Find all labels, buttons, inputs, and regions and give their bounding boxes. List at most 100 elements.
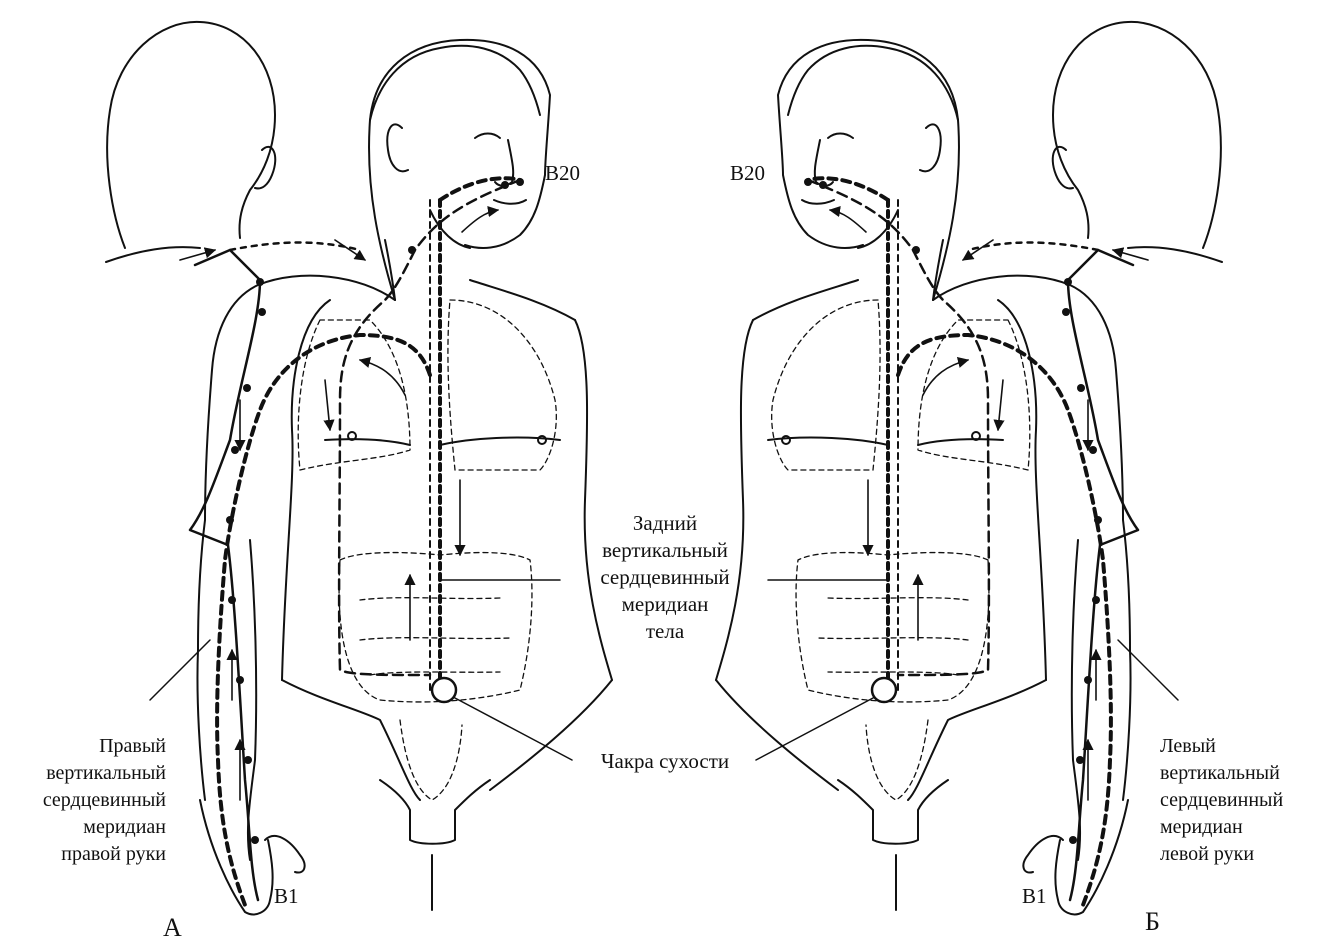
- dry-chakra-a: [432, 678, 456, 702]
- jaw-b: [858, 210, 898, 248]
- flow-arrow-a2: [335, 240, 365, 260]
- neck-dot-a: [408, 246, 416, 254]
- point-dot-a6: [228, 596, 236, 604]
- right-arm-meridian-label: Правый вертикальный сердцевинный меридиа…: [0, 733, 166, 868]
- right-shoulder-a: [470, 280, 575, 320]
- eye-b: [828, 134, 853, 139]
- point-dot-a1: [256, 278, 264, 286]
- point-b20-label-a: B20: [545, 160, 580, 187]
- intestine-loops-b: [818, 598, 968, 675]
- point-dot-b5: [1094, 516, 1102, 524]
- intestines-a: [339, 553, 532, 702]
- left-arm-label-line-1: Левый: [1160, 733, 1325, 760]
- panel-a-label: А: [163, 914, 182, 941]
- left-arm-label-line-2: вертикальный: [1160, 760, 1325, 787]
- point-dot-b2: [1062, 308, 1070, 316]
- flow-arrow-b3: [923, 360, 968, 395]
- point-dot-b9: [1069, 836, 1077, 844]
- ear-b: [920, 124, 941, 171]
- point-dot-a3: [243, 384, 251, 392]
- flow-arrow-a10: [325, 380, 330, 430]
- dry-chakra-b: [872, 678, 896, 702]
- leader-arm-a: [150, 640, 210, 700]
- point-dot-b3: [1077, 384, 1085, 392]
- eye-a: [475, 134, 500, 139]
- flow-arrow-a3: [360, 360, 405, 395]
- flow-arrow-b10: [998, 380, 1003, 430]
- hair-a: [370, 46, 540, 120]
- point-dot-b6: [1092, 596, 1100, 604]
- mouth-a: [494, 200, 526, 204]
- lung-left-a: [298, 320, 410, 470]
- center-label-line-5: тела: [565, 618, 765, 645]
- left-arm-label-line-3: сердцевинный: [1160, 787, 1325, 814]
- neck-dot-b: [912, 246, 920, 254]
- left-arm-label-line-5: левой руки: [1160, 841, 1325, 868]
- flow-arrow-a6: [462, 210, 498, 232]
- left-arm-meridian-label: Левый вертикальный сердцевинный меридиан…: [1160, 733, 1325, 868]
- back-ear-a: [255, 147, 275, 189]
- flow-arrow-b2: [963, 240, 993, 260]
- mouth-b: [802, 200, 834, 204]
- panel-b-label: Б: [1145, 908, 1160, 935]
- back-ear-b: [1053, 147, 1073, 189]
- ear-a: [387, 124, 408, 171]
- hair-b: [788, 46, 958, 120]
- point-dot-a7: [236, 676, 244, 684]
- point-dot-a2: [258, 308, 266, 316]
- right-arm-label-line-1: Правый: [0, 733, 166, 760]
- point-dot-b1: [1064, 278, 1072, 286]
- groin-a: [380, 780, 490, 844]
- point-b1-label-a: B1: [274, 883, 299, 910]
- figure-b: [716, 22, 1222, 914]
- point-dot-b8: [1076, 756, 1084, 764]
- point-b20-label-b: B20: [730, 160, 765, 187]
- arm-meridian-a: [217, 178, 520, 905]
- flow-arrow-b6: [830, 210, 866, 232]
- forearm-b: [1072, 540, 1080, 860]
- chest-line-a: [325, 439, 410, 445]
- point-b1-label-b: B1: [1022, 883, 1047, 910]
- center-label-line-4: меридиан: [565, 591, 765, 618]
- intestines-b: [796, 553, 989, 702]
- leader-arm-b: [1118, 640, 1178, 700]
- back-head-a: [107, 22, 275, 248]
- point-dot-b7: [1084, 676, 1092, 684]
- dry-chakra-label: Чакра сухости: [565, 748, 765, 775]
- right-arm-label-line-2: вертикальный: [0, 760, 166, 787]
- nose-dot-a: [501, 181, 509, 189]
- center-meridian-label: Задний вертикальный сердцевинный меридиа…: [565, 510, 765, 645]
- left-arm-label-line-4: меридиан: [1160, 814, 1325, 841]
- point-dot-a8: [244, 756, 252, 764]
- point-dot-a5: [226, 516, 234, 524]
- back-neck-line-b: [1128, 247, 1222, 262]
- forearm-a: [248, 540, 256, 860]
- nipple-a2: [538, 436, 546, 444]
- center-label-line-1: Задний: [565, 510, 765, 537]
- nose-dot-b: [819, 181, 827, 189]
- bladder-a: [400, 720, 462, 800]
- point-dot-b4: [1089, 446, 1097, 454]
- lung-left-b: [918, 320, 1030, 470]
- right-arm-label-line-3: сердцевинный: [0, 787, 166, 814]
- right-arm-label-line-5: правой руки: [0, 841, 166, 868]
- nipple-b2: [782, 436, 790, 444]
- b20-dot-a: [516, 178, 524, 186]
- leader-chakra-a: [455, 698, 572, 760]
- jaw-a: [430, 210, 470, 248]
- center-label-line-3: сердцевинный: [565, 564, 765, 591]
- back-head-b: [1053, 22, 1221, 248]
- right-arm-label-line-4: меридиан: [0, 814, 166, 841]
- hand-b: [1055, 800, 1128, 914]
- leader-chakra-b: [756, 698, 873, 760]
- bladder-b: [866, 720, 928, 800]
- intestine-loops-a: [360, 598, 510, 675]
- torso-left-a: [282, 300, 330, 680]
- arm-meridian-b: [808, 178, 1111, 905]
- groin-b: [838, 780, 948, 844]
- chest-line-b: [918, 439, 1003, 445]
- hip-line-b: [908, 680, 1046, 800]
- right-shoulder-b: [753, 280, 858, 320]
